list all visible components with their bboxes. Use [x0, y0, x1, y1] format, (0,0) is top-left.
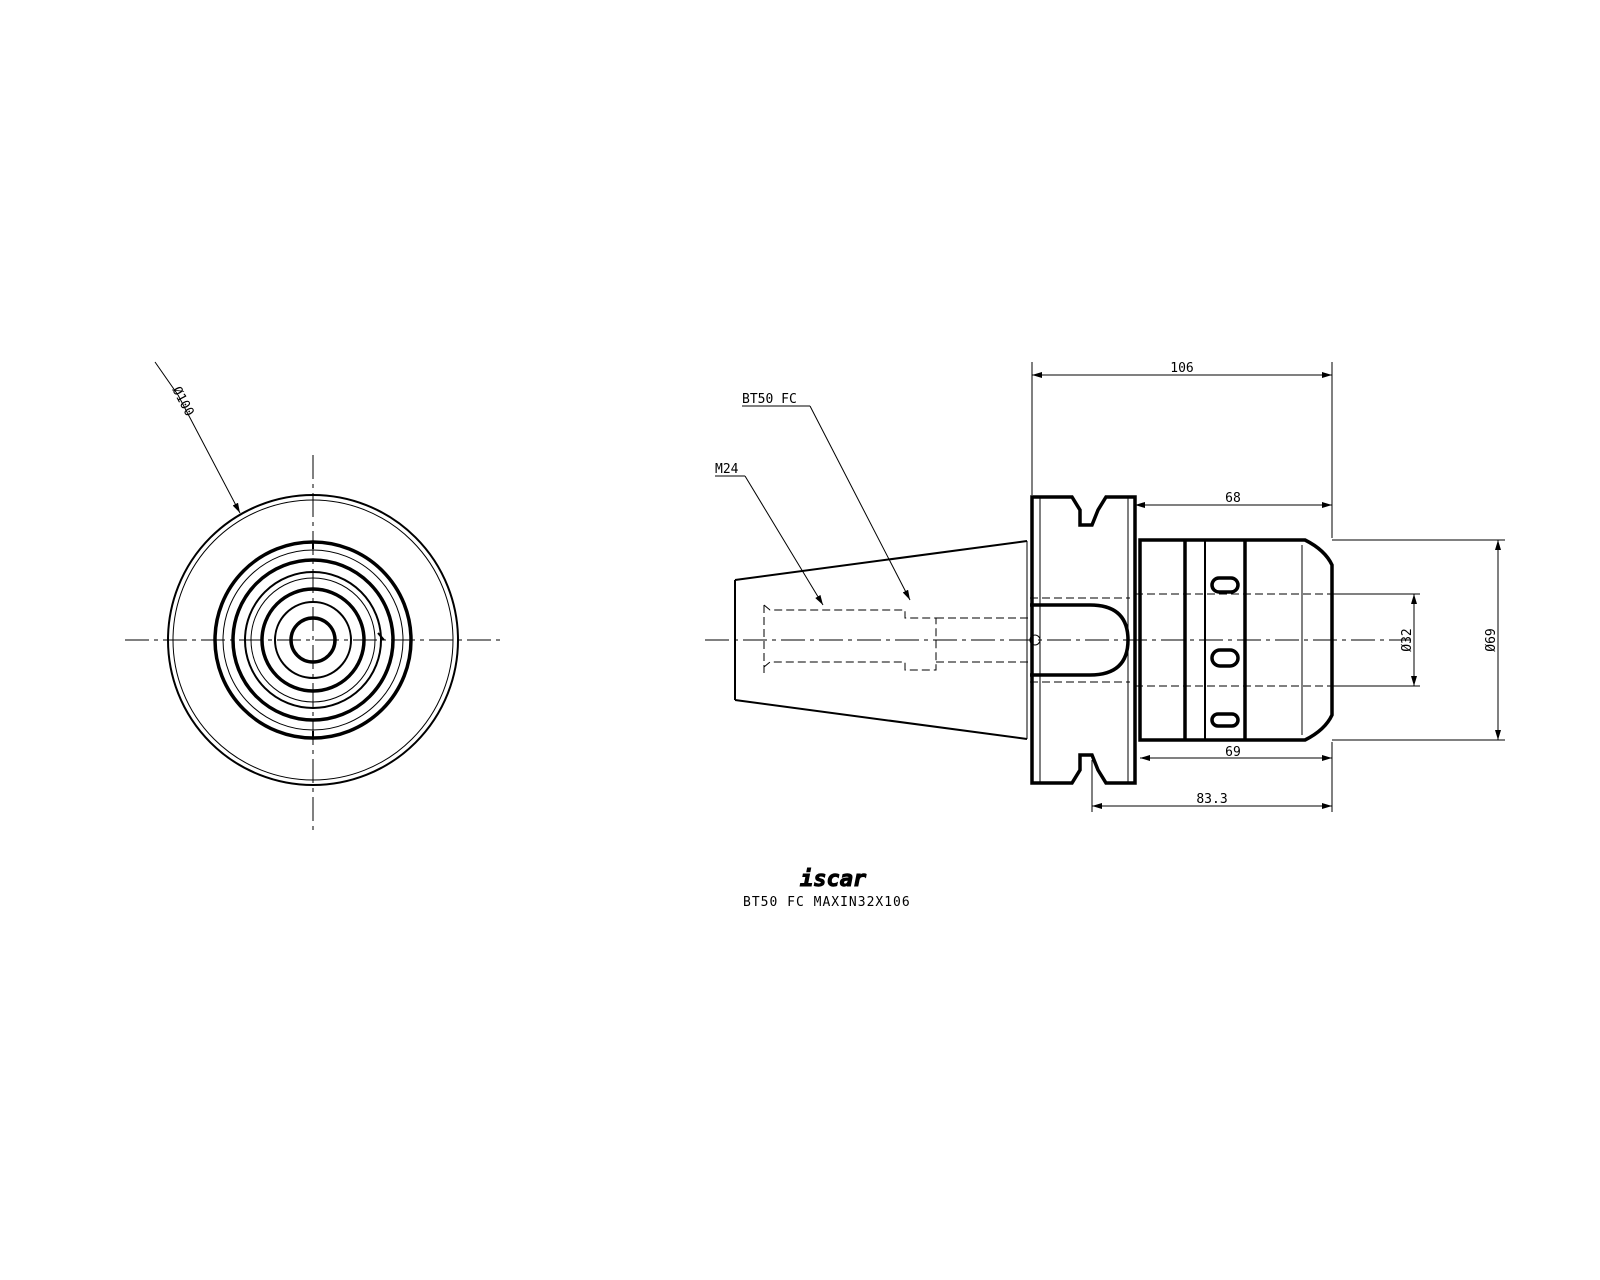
- taper-top-edge: [734, 540, 1028, 581]
- callout-thread-label: M24: [715, 462, 739, 477]
- end-view: Ø100: [125, 361, 500, 830]
- title-block: iscar BT50 FC MAXIN32X106: [743, 867, 911, 911]
- plug-center-dot: [1029, 634, 1041, 646]
- flange-outline: [1030, 495, 1137, 785]
- iscar-logo: iscar: [800, 867, 868, 893]
- side-view: 106 68 69 83.3 Ø32 Ø69 BT50 FC M24: [705, 361, 1505, 812]
- key-mark-right: [377, 632, 385, 641]
- nut-outer-circle: [213, 540, 413, 740]
- dia-flange-leader: [177, 394, 241, 514]
- collet-ring-circle: [250, 577, 376, 703]
- bore-circle: [289, 616, 337, 664]
- dim-68-label: 68: [1225, 491, 1241, 506]
- callout-taper-label: BT50 FC: [742, 392, 797, 407]
- dia-flange-leader-shoulder: [154, 361, 179, 396]
- callout-taper-leader: [809, 405, 911, 601]
- collet-mid-circle: [260, 587, 366, 693]
- logo-lettering: iscar: [800, 867, 867, 892]
- flange-outer-circle: [167, 494, 459, 786]
- nut-body-outline: [1138, 538, 1334, 742]
- nut-slot-top: [1210, 576, 1240, 594]
- flange-chamfer-circle: [172, 499, 454, 781]
- nut-slot-bottom: [1210, 712, 1240, 728]
- dim-106-label: 106: [1170, 361, 1193, 376]
- taper-bottom-edge: [734, 699, 1028, 740]
- collet-outer-circle: [244, 571, 382, 709]
- dim-dia32-label: Ø32: [1400, 628, 1415, 651]
- dim-69-label: 69: [1225, 745, 1241, 760]
- nut-slot-middle: [1210, 648, 1240, 668]
- bore-outer-circle: [274, 601, 352, 679]
- nut-ring-circle: [222, 549, 404, 731]
- part-number-label: BT50 FC MAXIN32X106: [743, 895, 911, 910]
- dim-dia69-label: Ø69: [1484, 628, 1499, 651]
- dim-83-label: 83.3: [1196, 792, 1227, 807]
- nut-inner-circle: [231, 558, 395, 722]
- pull-stud-plug: [1030, 603, 1130, 677]
- thread-bore-hidden: [763, 604, 937, 671]
- callout-thread-leader: [744, 475, 824, 606]
- dia-flange-label: Ø100: [169, 384, 197, 419]
